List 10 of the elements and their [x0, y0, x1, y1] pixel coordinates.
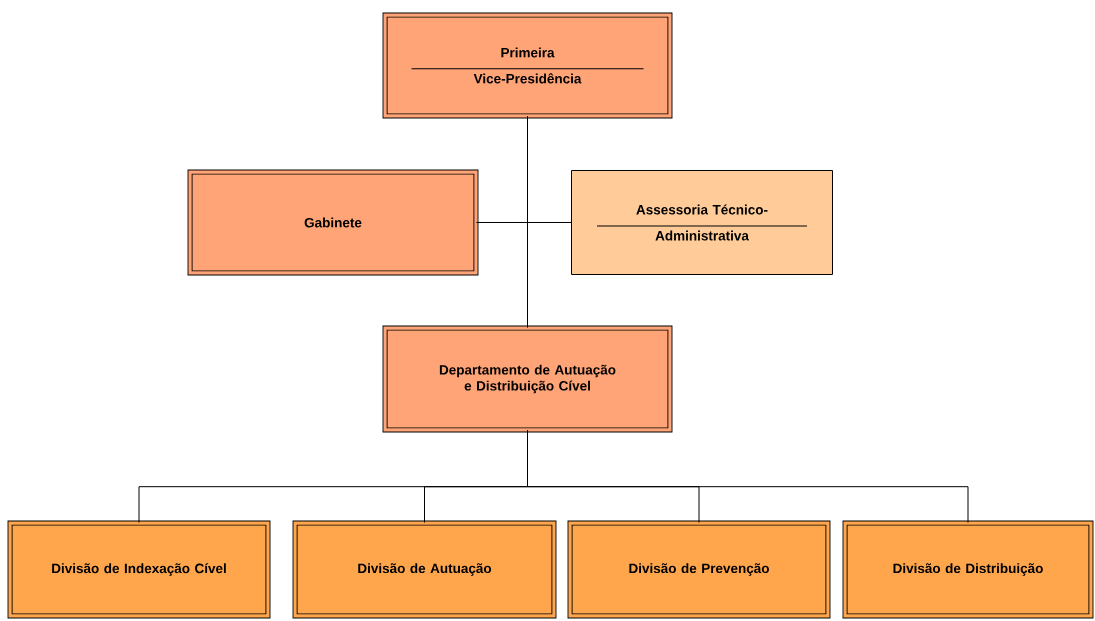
org-box: Gabinete	[187, 169, 479, 276]
org-box: Divisão de Indexação Cível	[7, 520, 271, 619]
connector-line	[527, 429, 969, 524]
org-box: Assessoria Técnico- Administrativa	[571, 170, 833, 275]
connector-line	[527, 115, 572, 223]
org-box: Divisão de Distribuição	[842, 520, 1094, 619]
org-box: Primeira Vice-Presidência	[382, 12, 673, 119]
org-box: Divisão de Autuação	[292, 520, 557, 619]
org-box: Departamento de Autuação e Distribuição Cível	[382, 325, 673, 433]
org-box: Divisão de Prevenção	[567, 520, 831, 619]
